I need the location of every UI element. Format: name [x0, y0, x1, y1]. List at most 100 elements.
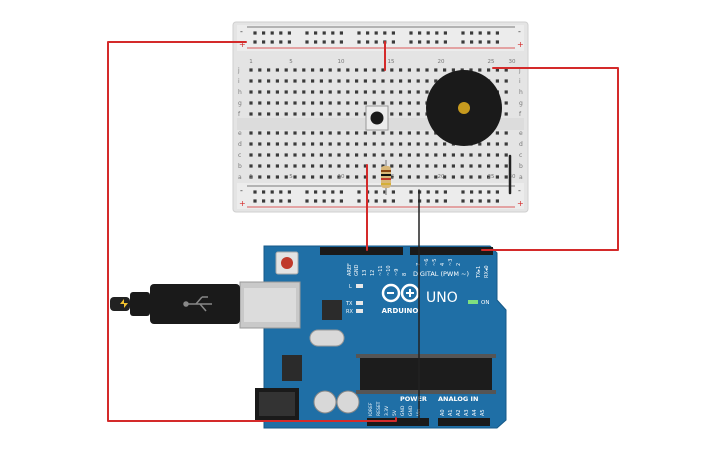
svg-text:g: g [519, 100, 523, 107]
row-letters-top-left: j i h g f [237, 67, 242, 118]
breadboard-holes [249, 31, 508, 203]
svg-text:10: 10 [338, 174, 345, 180]
top-rail-minus-left: - [240, 27, 243, 36]
arduino-model: UNO [426, 290, 458, 306]
svg-text:j: j [237, 67, 240, 74]
arduino-logo [381, 283, 420, 303]
svg-text:25: 25 [488, 59, 495, 65]
pin-label-1: TX▸1 [476, 266, 482, 279]
pin-label-2: 2 [456, 263, 462, 266]
digital-pin-labels: AREF GND 13 12 ~11 ~10 ~9 8 7 ~6 ~5 4 ~3… [347, 259, 490, 279]
svg-text:5: 5 [289, 59, 293, 65]
pin-label-4: 4 [440, 263, 446, 266]
svg-text:30: 30 [509, 59, 516, 65]
analog-label: ANALOG IN [438, 395, 478, 403]
svg-text:5: 5 [289, 174, 293, 180]
top-rail-plus-left: + [239, 40, 246, 49]
microcontroller-chip [360, 358, 492, 390]
pin-label-3: ~3 [448, 259, 454, 266]
usb-icon [183, 296, 212, 312]
svg-text:f: f [238, 111, 241, 118]
pin-label-a0: A0 [440, 409, 446, 416]
column-numbers-top: 1 5 10 15 20 25 30 [249, 59, 516, 65]
analog-header [438, 418, 490, 426]
pin-label-3v3: 3.3V [384, 405, 390, 416]
top-rail-minus-right: - [518, 27, 521, 36]
resistor [381, 160, 391, 195]
svg-text:e: e [519, 130, 523, 137]
svg-text:b: b [238, 163, 242, 170]
microcontroller-socket-bottom [356, 390, 496, 394]
svg-text:g: g [238, 100, 242, 107]
row-letters-top-right: j i h g f [518, 67, 523, 118]
svg-text:j: j [518, 67, 521, 74]
arduino-uno-board: ARDUINO UNO DIGITAL (PWM ~) POWER ANALOG… [239, 245, 507, 429]
svg-text:i: i [519, 78, 521, 85]
svg-text:a: a [519, 174, 523, 181]
svg-text:e: e [238, 130, 242, 137]
wires [107, 41, 619, 422]
bottom-rail-plus-right: + [517, 199, 524, 208]
svg-text:1: 1 [249, 174, 253, 180]
usb-cable[interactable] [110, 284, 240, 324]
wire-buzzer-to-pin1 [481, 67, 619, 251]
lightning-icon [120, 299, 128, 308]
svg-text:b: b [519, 163, 523, 170]
svg-text:c: c [519, 152, 522, 159]
microcontroller-socket [356, 354, 496, 358]
pin-label-5v: 5V [392, 409, 398, 416]
svg-text:h: h [238, 89, 242, 96]
crystal [309, 329, 345, 347]
pin-label-reset: RESET [376, 401, 382, 416]
svg-text:30: 30 [509, 174, 516, 180]
svg-text:c: c [238, 152, 241, 159]
bottom-rail-minus-right: - [518, 186, 521, 195]
power-header [367, 418, 429, 426]
pin-label-a5: A5 [480, 409, 486, 416]
digital-header-label: DIGITAL (PWM ~) [413, 270, 469, 278]
pin-label-13: 13 [362, 270, 368, 276]
svg-text:10: 10 [338, 59, 345, 65]
digital-header-left [320, 247, 403, 255]
svg-text:d: d [519, 141, 523, 148]
voltage-regulator [282, 355, 302, 381]
pin-label-ioref: IOREF [368, 402, 374, 416]
on-label: ON [481, 300, 489, 306]
pin-label-0: RX◂0 [484, 265, 490, 278]
led-tx-label: TX [345, 301, 353, 307]
pin-label-a4: A4 [472, 409, 478, 416]
power-label: POWER [400, 395, 427, 403]
pin-label-11: ~11 [378, 265, 384, 276]
pin-label-gnd-1: GND [400, 405, 406, 416]
pin-label-9: ~9 [394, 269, 400, 276]
analog-pin-labels: A0 A1 A2 A3 A4 A5 [440, 409, 486, 416]
wire-5v-to-rail [107, 41, 397, 422]
capacitor-1 [313, 390, 337, 414]
svg-text:d: d [238, 141, 242, 148]
pushbutton[interactable] [365, 105, 389, 131]
svg-text:1: 1 [249, 59, 253, 65]
row-letters-bottom-left: e d c b a [238, 130, 242, 181]
pin-label-a1: A1 [448, 409, 454, 416]
svg-text:a: a [238, 174, 242, 181]
usb-chip [322, 300, 342, 320]
capacitor-2 [336, 390, 360, 414]
svg-text:15: 15 [388, 174, 395, 180]
top-rail-plus-right: + [517, 40, 524, 49]
led-l-label: L [349, 284, 352, 290]
digital-header-right [410, 247, 493, 255]
svg-text:20: 20 [438, 59, 445, 65]
pin-label-a3: A3 [464, 409, 470, 416]
row-letters-bottom-right: e d c b a [519, 130, 523, 181]
led-rx [356, 309, 363, 313]
led-tx [356, 301, 363, 305]
led-l [356, 284, 363, 288]
pin-label-5: ~5 [432, 259, 438, 266]
bottom-rail-minus-left: - [240, 186, 243, 195]
column-numbers-bottom: 1 5 10 15 20 25 30 [249, 174, 516, 180]
reset-button-cap[interactable] [281, 257, 293, 269]
svg-text:15: 15 [388, 59, 395, 65]
pin-label-a2: A2 [456, 409, 462, 416]
arduino-brand: ARDUINO [382, 307, 419, 315]
